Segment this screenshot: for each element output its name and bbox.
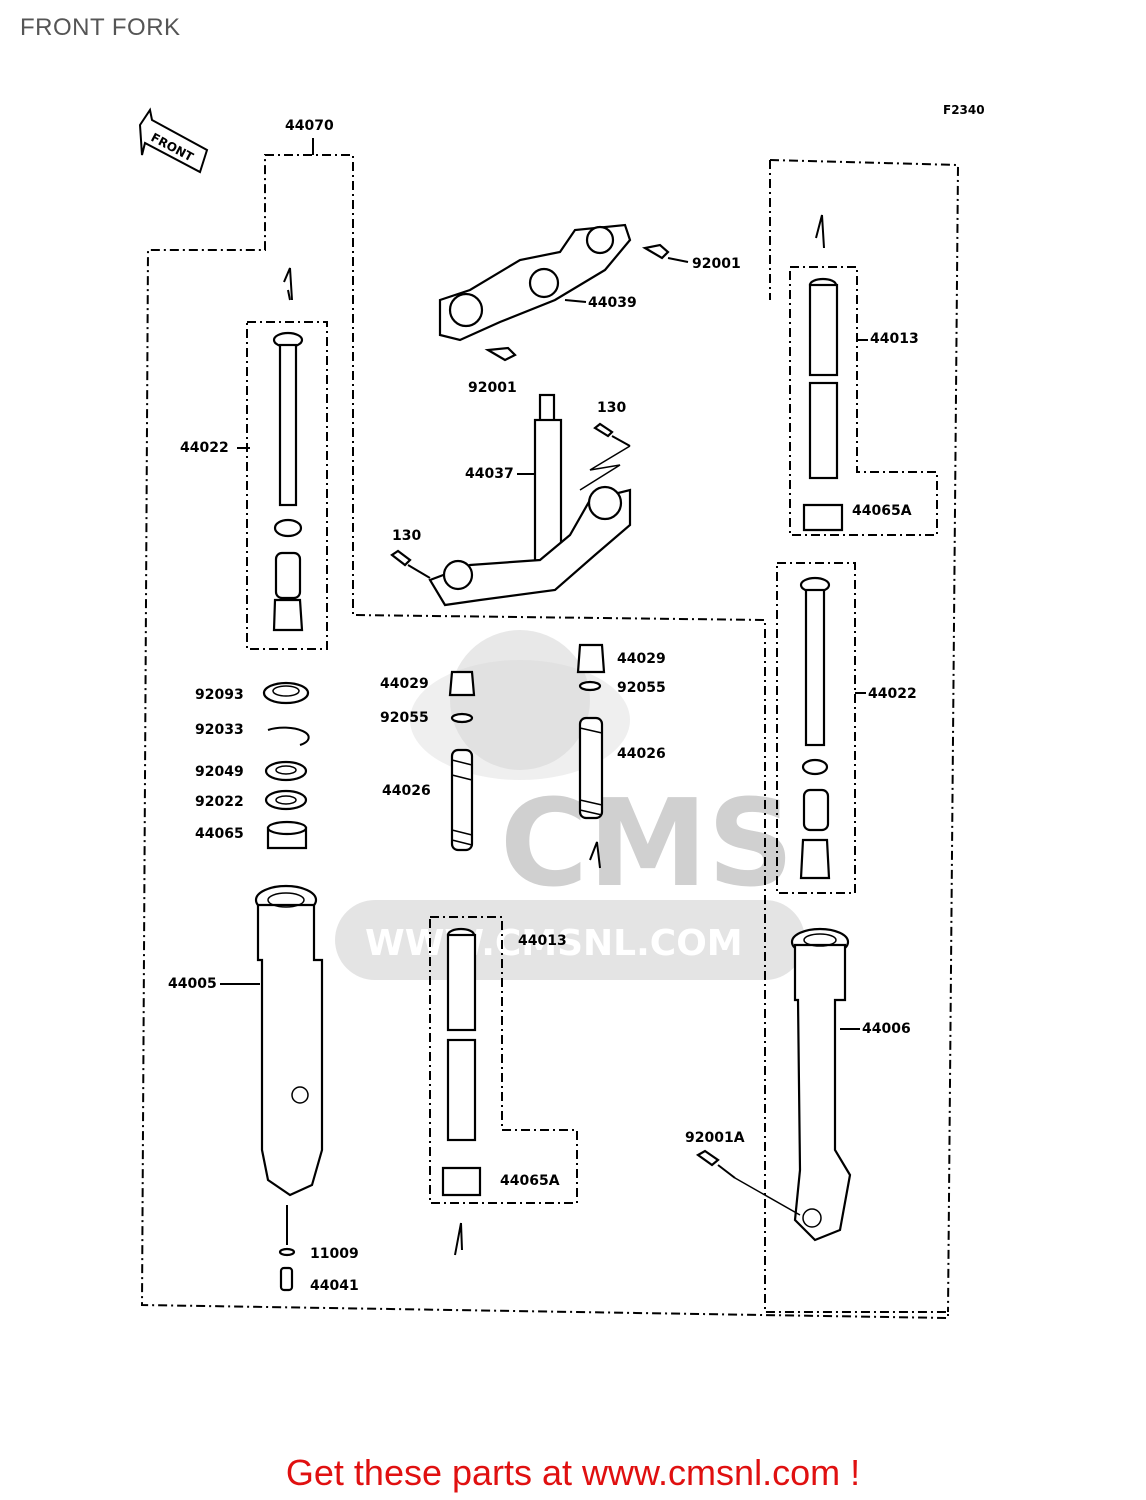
label-44065A-right: 44065A — [852, 503, 912, 519]
label-44022-left: 44022 — [180, 440, 229, 456]
footer-link[interactable]: Get these parts at www.cmsnl.com ! — [285, 1452, 861, 1493]
watermark-logo: CMS — [500, 775, 794, 914]
label-130-left: 130 — [392, 528, 421, 544]
outline-44022-right — [776, 562, 856, 894]
label-44006: 44006 — [862, 1021, 911, 1037]
bushing-44065 — [266, 820, 308, 850]
bolt-44041 — [279, 1266, 294, 1292]
label-44026-left: 44026 — [382, 783, 431, 799]
label-92033: 92033 — [195, 722, 244, 738]
collar-44013-right — [802, 277, 844, 532]
front-arrow-icon: FRONT — [138, 107, 209, 174]
washer-92022 — [264, 789, 308, 811]
label-44039: 44039 — [588, 295, 637, 311]
label-92049: 92049 — [195, 764, 244, 780]
outline-right — [769, 159, 960, 1313]
label-92022: 92022 — [195, 794, 244, 810]
cap-44029-right — [576, 643, 606, 692]
outline-44070 — [140, 154, 949, 1320]
label-11009: 11009 — [310, 1246, 359, 1262]
inner-tube-44022-right — [799, 576, 831, 880]
gasket-11009 — [278, 1247, 296, 1257]
label-92055-right: 92055 — [617, 680, 666, 696]
label-44022-right: 44022 — [868, 686, 917, 702]
bolt-130-right — [579, 422, 631, 491]
label-92055-left: 92055 — [380, 710, 429, 726]
outer-tube-44006 — [790, 927, 852, 1242]
label-130-right: 130 — [597, 400, 626, 416]
outer-tube-44005 — [254, 884, 324, 1197]
label-44013-right: 44013 — [870, 331, 919, 347]
label-44005: 44005 — [168, 976, 217, 992]
parts-diagram: CMS WWW.CMSNL.COM F2340 FRONT 44070 4403… — [138, 103, 985, 1320]
bolt-92001-top — [641, 243, 689, 263]
steering-stem-44037 — [428, 393, 632, 607]
page-title: FRONT FORK — [20, 14, 181, 41]
inner-tube-44022-left — [272, 331, 304, 632]
outline-44022-left — [246, 321, 328, 650]
label-92001-top: 92001 — [692, 256, 741, 272]
oil-seal-92093 — [262, 681, 310, 705]
label-44065: 44065 — [195, 826, 244, 842]
label-44026-right: 44026 — [617, 746, 666, 762]
label-44013-center: 44013 — [518, 933, 567, 949]
label-92001A: 92001A — [685, 1130, 745, 1146]
spring-44026-left — [450, 748, 474, 852]
label-44041: 44041 — [310, 1278, 359, 1294]
label-92093: 92093 — [195, 687, 244, 703]
label-44037: 44037 — [465, 466, 514, 482]
figure-code: F2340 — [943, 103, 985, 117]
watermark-url: WWW.CMSNL.COM — [365, 923, 743, 964]
washer-92049 — [264, 760, 308, 782]
label-44029-right: 44029 — [617, 651, 666, 667]
outline-44013-center — [429, 916, 578, 1204]
upper-bracket-44039 — [438, 223, 632, 342]
bolt-92001A — [695, 1149, 801, 1216]
label-92001-mid: 92001 — [468, 380, 517, 396]
bolt-130-left — [390, 549, 431, 579]
collar-44013-center — [441, 927, 482, 1197]
label-44029-left: 44029 — [380, 676, 429, 692]
spring-44026-right — [578, 716, 604, 820]
retaining-ring-92033 — [267, 726, 310, 746]
label-44070: 44070 — [285, 118, 334, 134]
cap-44029-left — [448, 670, 476, 724]
label-44065A-center: 44065A — [500, 1173, 560, 1189]
bolt-92001-mid — [484, 346, 517, 362]
front-arrow-label: FRONT — [149, 130, 197, 164]
